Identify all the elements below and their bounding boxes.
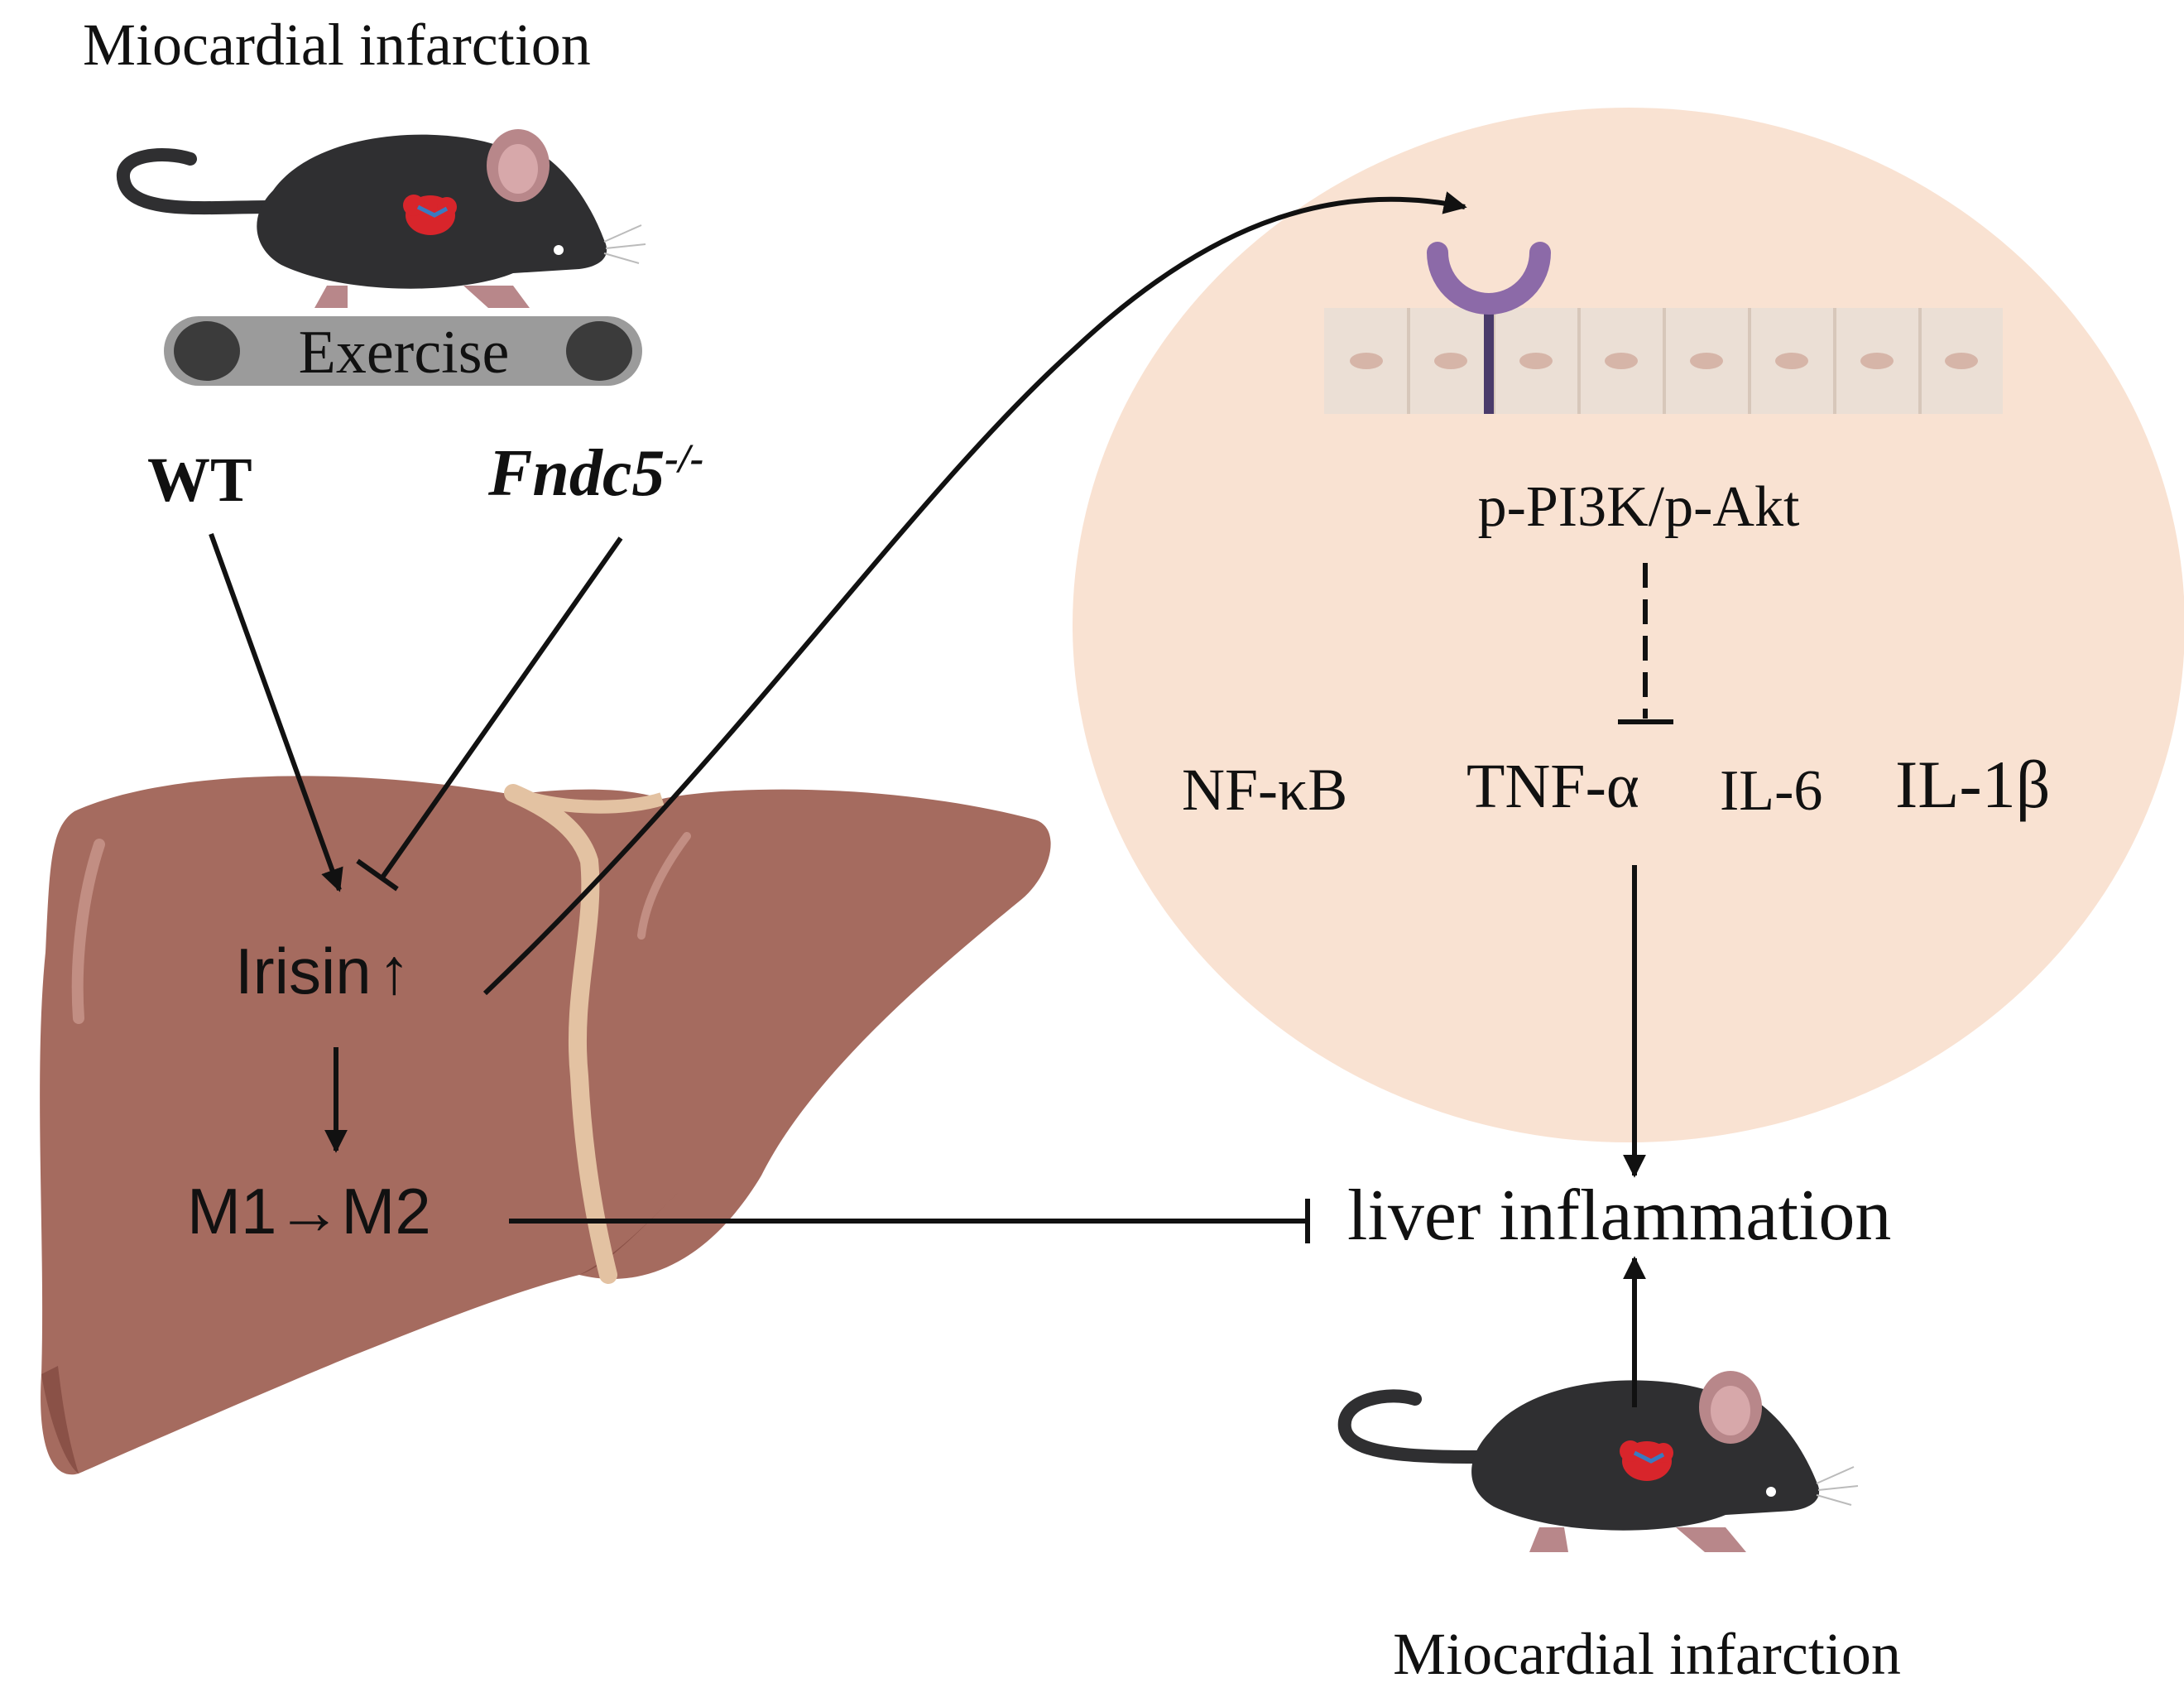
wt-label: WT [147,445,252,515]
liver-inflammation-label: liver inflammation [1347,1176,1891,1256]
wt-to-irisin-arrow [209,532,343,892]
fndc5-inhibits-irisin-line [380,536,623,879]
pi3k-akt-label: p-PI3K/p-Akt [1478,475,1800,539]
cytokine-tnfa: TNF-α [1466,752,1639,821]
cytokine-il6: IL-6 [1720,759,1822,823]
bottom-mouse-illustration [1337,1371,1859,1552]
cell-membrane [1324,308,2003,414]
fndc5-inhibit-bar [356,858,399,892]
bottom-mouse-title: Miocardial infarction [1393,1621,1901,1687]
m1-m2-polarization-label: M1→M2 [187,1175,431,1248]
treadmill-label: Exercise [299,319,510,387]
irisin-label: Irisin↑ [235,935,410,1007]
fndc5-ko-label: Fndc5-/- [487,435,704,510]
top-mouse-illustration [116,129,646,386]
cell-zoom-circle [1073,108,2184,1142]
top-mouse-title: Miocardial infarction [83,12,591,78]
liver-illustration [40,776,1051,1475]
receptor-icon [1427,242,1551,414]
cytokine-il1b: IL-1β [1895,747,2050,822]
irisin-to-receptor-arrow [482,191,1467,996]
cytokine-nfkb: NF-κB [1182,757,1347,823]
